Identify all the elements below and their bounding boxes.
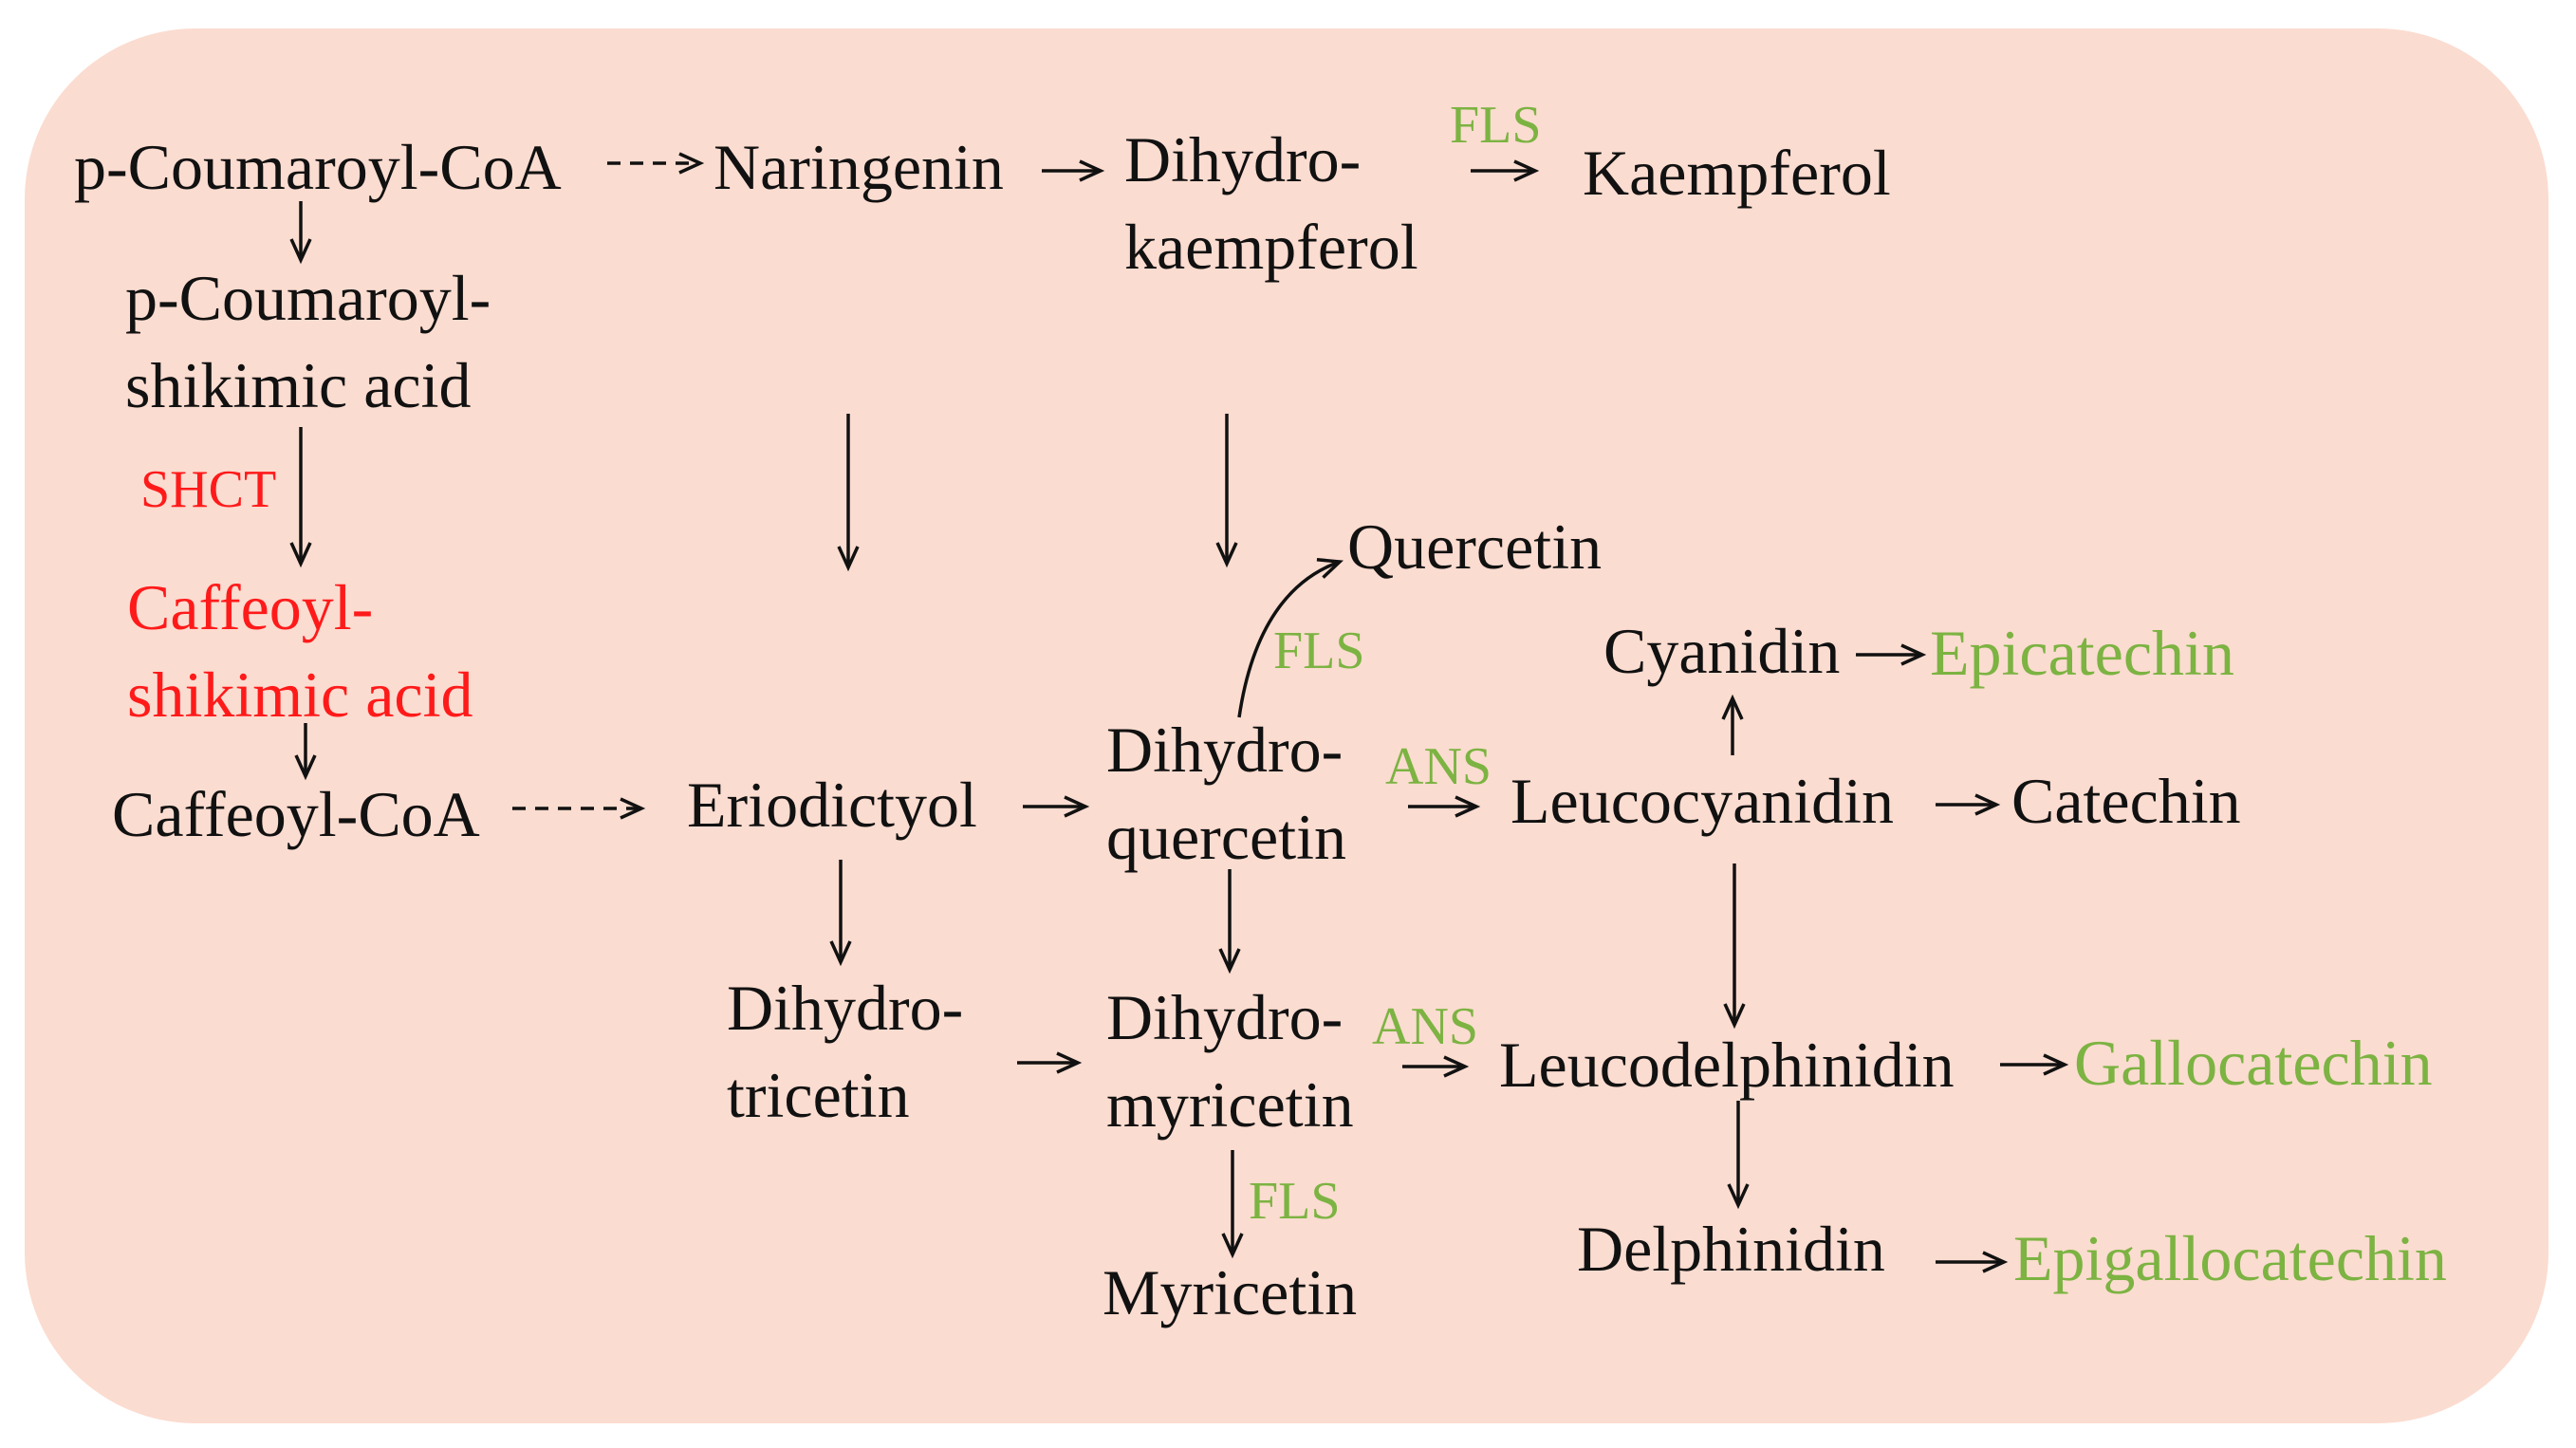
compound-cyanidin: Cyanidin xyxy=(1603,615,1841,687)
compound-dihydrokaempferol-line-2: kaempferol xyxy=(1124,211,1418,283)
compound-epicatechin: Epicatechin xyxy=(1930,617,2234,689)
compound-eriodictyol: Eriodictyol xyxy=(687,769,977,841)
compound-dihydrotricetin: Dihydro- tricetin xyxy=(727,964,963,1139)
compound-dihydromyricetin-line-1: Dihydro- xyxy=(1106,981,1344,1053)
compound-dihydroquercetin-line-1: Dihydro- xyxy=(1106,714,1344,786)
compound-p-coumaroyl-shikimic-acid-line-1: p-Coumaroyl- xyxy=(125,262,491,334)
compound-caffeoyl-shikimic-acid-line-2: shikimic acid xyxy=(127,659,473,731)
compound-catechin: Catechin xyxy=(2011,765,2241,837)
pathway-background xyxy=(25,28,2548,1423)
compound-dihydromyricetin: Dihydro- myricetin xyxy=(1106,974,1354,1148)
compound-leucodelphinidin: Leucodelphinidin xyxy=(1499,1029,1955,1101)
compound-gallocatechin: Gallocatechin xyxy=(2074,1027,2433,1099)
enzyme-ans-leucodelphinidin: ANS xyxy=(1372,997,1479,1056)
enzyme-shct: SHCT xyxy=(140,460,277,519)
compound-p-coumaroyl-shikimic-acid-line-2: shikimic acid xyxy=(125,349,472,421)
compound-p-coumaroyl-shikimic-acid: p-Coumaroyl- shikimic acid xyxy=(125,254,491,429)
compound-naringenin: Naringenin xyxy=(713,131,1004,203)
enzyme-fls-kaempferol: FLS xyxy=(1450,96,1542,155)
compound-kaempferol: Kaempferol xyxy=(1583,137,1891,209)
enzyme-ans-leucocyanidin: ANS xyxy=(1385,737,1492,796)
compound-dihydrotricetin-line-1: Dihydro- xyxy=(727,972,964,1044)
compound-myricetin: Myricetin xyxy=(1103,1256,1358,1328)
compound-quercetin: Quercetin xyxy=(1347,511,1603,583)
enzyme-fls-myricetin: FLS xyxy=(1249,1172,1341,1231)
compound-epigallocatechin: Epigallocatechin xyxy=(2013,1222,2447,1294)
compound-dihydroquercetin-line-2: quercetin xyxy=(1106,801,1346,873)
compound-dihydrokaempferol-line-1: Dihydro- xyxy=(1124,123,1362,195)
compound-caffeoyl-coa: Caffeoyl-CoA xyxy=(112,778,480,850)
compound-caffeoyl-shikimic-acid: Caffeoyl- shikimic acid xyxy=(127,564,473,738)
compound-dihydromyricetin-line-2: myricetin xyxy=(1106,1068,1354,1141)
compound-leucocyanidin: Leucocyanidin xyxy=(1510,765,1895,837)
compound-caffeoyl-shikimic-acid-line-1: Caffeoyl- xyxy=(127,571,374,643)
compound-dihydrotricetin-line-2: tricetin xyxy=(727,1059,910,1131)
compound-dihydroquercetin: Dihydro- quercetin xyxy=(1106,706,1346,881)
enzyme-fls-quercetin: FLS xyxy=(1273,622,1365,680)
compound-p-coumaroyl-coa: p-Coumaroyl-CoA xyxy=(74,131,562,203)
arrow-dihydroquercetin-quercetin xyxy=(1237,558,1344,718)
compound-dihydrokaempferol: Dihydro- kaempferol xyxy=(1124,116,1418,290)
compound-delphinidin: Delphinidin xyxy=(1577,1213,1885,1285)
